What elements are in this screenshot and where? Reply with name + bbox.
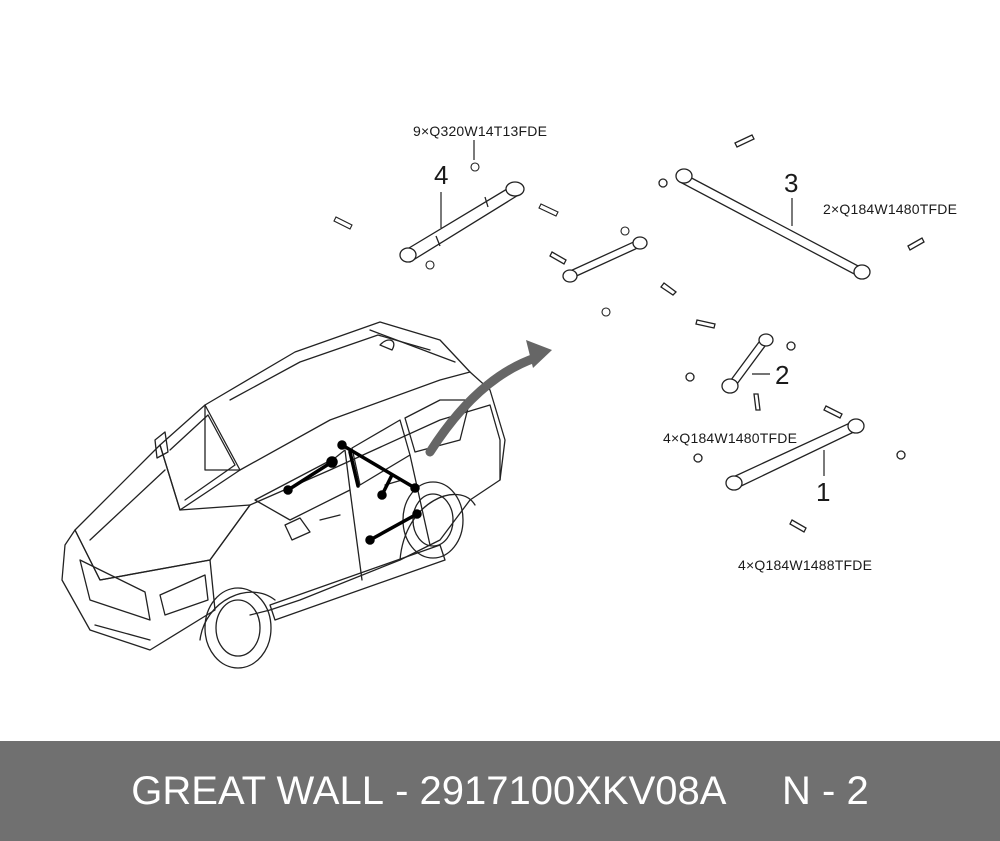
footer-dash: - bbox=[395, 768, 409, 813]
part-1-number: 1 bbox=[816, 477, 831, 507]
footer-spacer bbox=[726, 769, 782, 814]
part-1-arm bbox=[693, 405, 906, 533]
footer-gap bbox=[408, 769, 419, 814]
pointer-arrow bbox=[425, 340, 552, 457]
part-4-number: 4 bbox=[434, 160, 449, 190]
part-3-rod bbox=[658, 134, 925, 280]
part-3-number: 3 bbox=[784, 168, 799, 198]
part-2-link bbox=[685, 319, 796, 411]
footer-page: N - 2 bbox=[782, 768, 869, 813]
part-2-spec-label: 4×Q184W1480TFDE bbox=[663, 430, 798, 446]
rear-suspension-diagram bbox=[61, 134, 925, 669]
vehicle-illustration bbox=[61, 321, 506, 669]
footer-brand: GREAT WALL bbox=[131, 768, 384, 813]
leader-lines bbox=[440, 140, 825, 476]
suspension-highlight bbox=[283, 440, 422, 545]
footer-part-number: 2917100XKV08A bbox=[419, 768, 727, 813]
footer-bar: GREAT WALL - 2917100XKV08A N - 2 bbox=[0, 741, 1000, 841]
part-3-spec-label: 2×Q184W1480TFDE bbox=[823, 201, 958, 217]
part-2-number: 2 bbox=[775, 360, 790, 390]
part-1-spec-label: 4×Q184W1488TFDE bbox=[738, 557, 873, 573]
footer-separator bbox=[384, 769, 395, 814]
part-4-fasteners bbox=[333, 162, 630, 317]
part-4-spec-label: 9×Q320W14T13FDE bbox=[413, 123, 548, 139]
part-4-arm bbox=[399, 181, 525, 263]
part-2-link-upper bbox=[549, 236, 677, 296]
